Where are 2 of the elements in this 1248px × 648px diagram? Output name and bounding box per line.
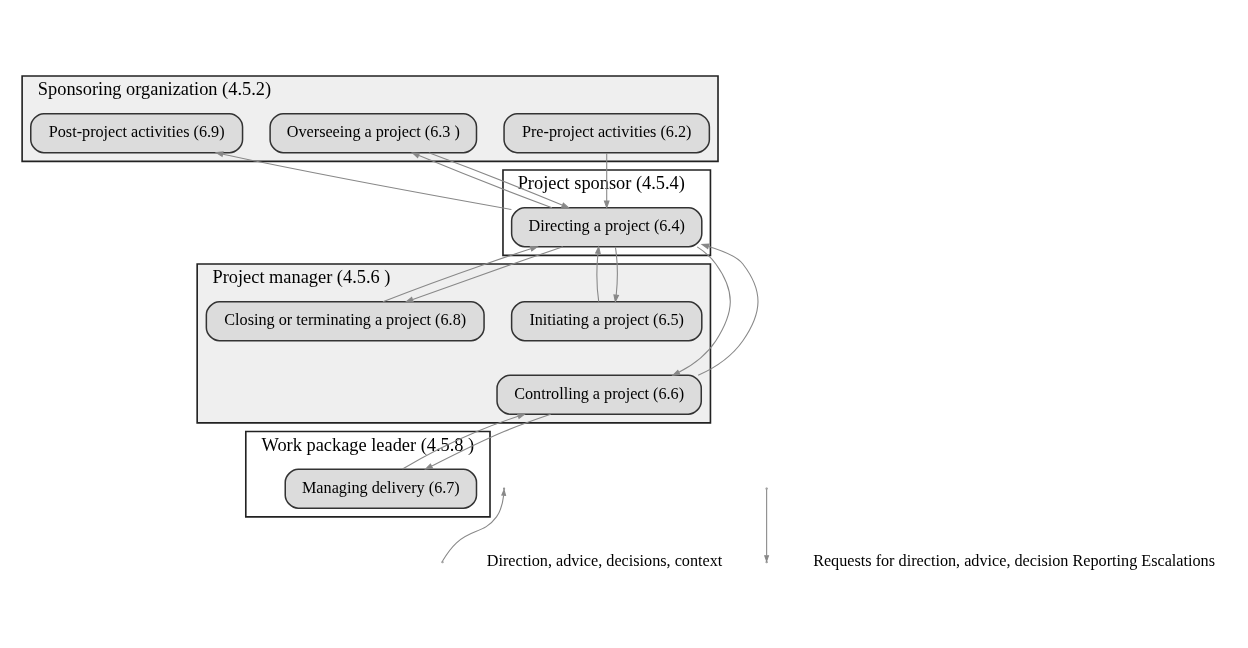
legend-label: Direction, advice, decisions, context xyxy=(486,551,723,570)
legend-label: Requests for direction, advice, decision Reporting Escalations xyxy=(813,551,1216,570)
